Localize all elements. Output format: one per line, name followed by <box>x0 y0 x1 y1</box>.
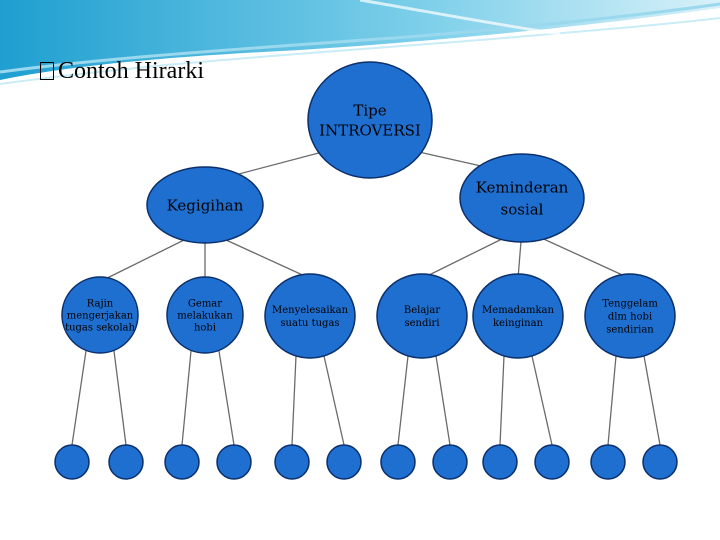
node-level2-label-line: mengerjakan <box>67 311 134 322</box>
bullet-glyph-icon <box>40 62 54 80</box>
node-level1-label-line: Kegigihan <box>167 196 244 214</box>
node-level2-label-line: Tenggelam <box>602 299 658 310</box>
leaf-node <box>54 444 90 480</box>
node-level1-shape <box>459 153 585 243</box>
node-level2-label-line: Memadamkan <box>482 305 554 316</box>
edge-root-to-level1 <box>409 149 491 169</box>
node-level2: Memadamkan keinginan <box>472 273 564 359</box>
node-level2-label-line: sendirian <box>606 325 654 336</box>
node-level2: Tenggelam dlm hobi sendirian <box>584 273 676 359</box>
node-level2-shape <box>264 273 356 359</box>
node-level1-label-line: sosial <box>501 200 544 218</box>
node-level2-shape <box>61 276 139 354</box>
node-level2-label-line: tugas sekolah <box>65 323 135 334</box>
leaf-node <box>380 444 416 480</box>
node-root-label-line: INTROVERSI <box>319 121 421 139</box>
slide-title-text: Contoh Hirarki <box>58 58 204 84</box>
slide-title: Contoh Hirarki <box>40 58 204 85</box>
node-level2-label-line: sendiri <box>404 318 439 329</box>
edge-root-to-level1 <box>234 149 331 176</box>
node-level2: Menyelesaikan suatu tugas <box>264 273 356 359</box>
node-level1-shape <box>146 166 264 244</box>
edge-level2-to-leaf <box>218 350 235 446</box>
leaf-node <box>326 444 362 480</box>
edge-level2-to-leaf <box>113 350 127 446</box>
edge-level2-to-leaf <box>323 355 345 446</box>
leaf-node <box>534 444 570 480</box>
edge-level2-to-leaf <box>71 350 87 446</box>
edge-level2-to-leaf <box>291 355 297 446</box>
leaf-node <box>482 444 518 480</box>
node-level2-shape <box>376 273 468 359</box>
edge-level1-to-level2 <box>223 238 306 277</box>
edge-level1-to-level2 <box>541 237 625 277</box>
node-level2-label-line: Rajin <box>87 299 114 310</box>
edge-level2-to-leaf <box>435 355 451 446</box>
node-level1: Kegigihan <box>146 166 264 244</box>
node-level2-label-line: Gemar <box>188 299 222 310</box>
node-level2-label-line: suatu tugas <box>280 318 339 329</box>
node-root-label-line: Tipe <box>353 101 386 119</box>
node-level2-shape <box>584 273 676 359</box>
edge-level2-to-leaf <box>531 355 553 446</box>
node-level2-label-line: Menyelesaikan <box>272 305 349 316</box>
edge-level1-to-level2 <box>517 237 522 277</box>
edge-level1-to-level2 <box>426 237 505 277</box>
node-level2: Belajar sendiri <box>376 273 468 359</box>
leaf-node <box>108 444 144 480</box>
edge-level2-to-leaf <box>643 355 661 446</box>
node-level2-label-line: melakukan <box>177 311 233 322</box>
node-level2-label-line: Belajar <box>404 305 440 316</box>
edge-level1-to-level2 <box>104 238 187 280</box>
leaf-node <box>432 444 468 480</box>
node-root-shape <box>307 61 433 179</box>
edge-level2-to-leaf <box>499 355 505 446</box>
node-level1-label-line: Keminderan <box>476 178 569 196</box>
leaf-node <box>590 444 626 480</box>
leaf-node <box>216 444 252 480</box>
leaf-node <box>642 444 678 480</box>
node-level2-label-line: hobi <box>194 323 216 334</box>
leaf-node <box>274 444 310 480</box>
edge-level2-to-leaf <box>607 355 617 446</box>
edge-level2-to-leaf <box>181 350 192 446</box>
node-level2-shape <box>472 273 564 359</box>
node-level2-label-line: keinginan <box>493 318 544 329</box>
node-level2-shape <box>166 276 244 354</box>
node-level1: Keminderan sosial <box>459 153 585 243</box>
node-level2-label-line: dlm hobi <box>608 312 652 323</box>
edges <box>71 149 661 446</box>
leaf-node <box>164 444 200 480</box>
edge-level2-to-leaf <box>397 355 409 446</box>
